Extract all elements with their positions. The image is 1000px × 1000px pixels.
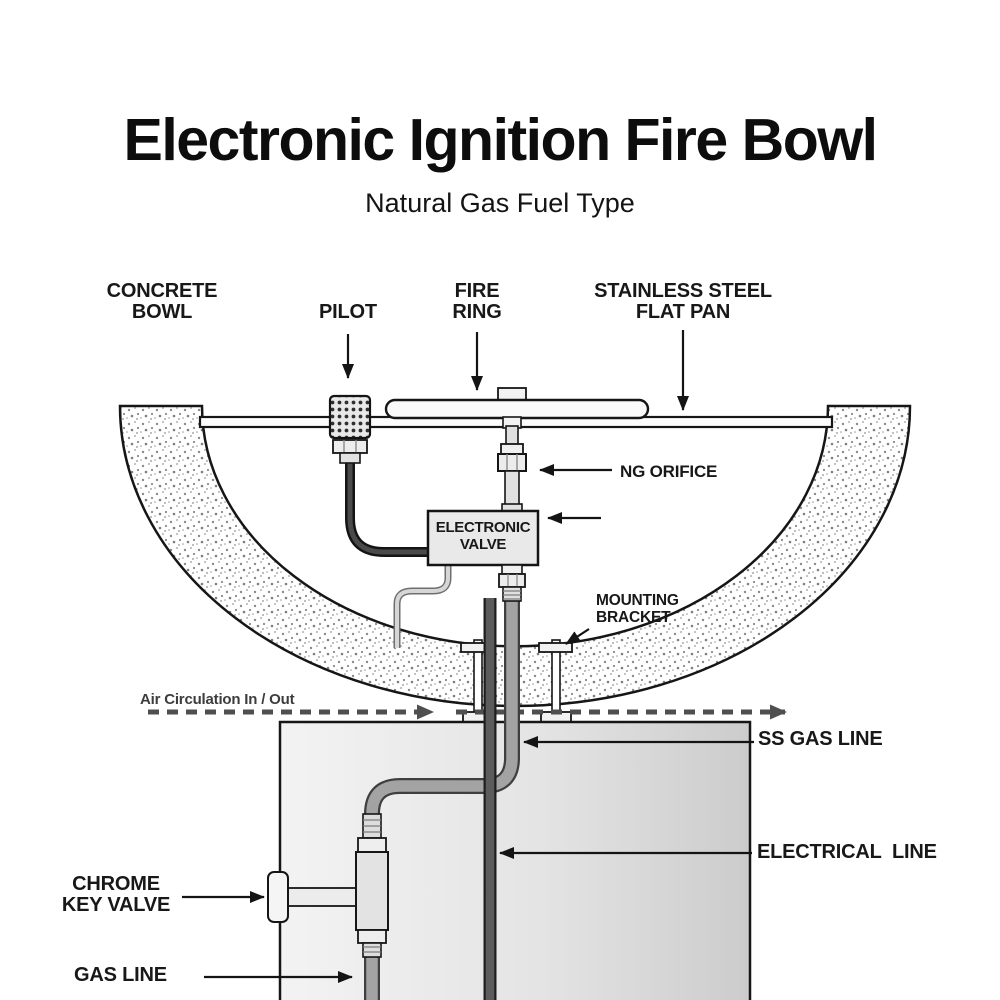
- label-mounting-bracket-line1: MOUNTING: [596, 592, 679, 609]
- label-chrome-key-valve-line2: KEY VALVE: [61, 894, 171, 916]
- label-flat-pan-line1: STAINLESS STEEL: [594, 280, 772, 302]
- pilot-gas-tube: [393, 562, 452, 648]
- bracket-plate-right: [538, 642, 573, 653]
- electronic-valve: [426, 503, 540, 602]
- valve-thread-lines: [503, 590, 521, 600]
- mounting-bracket-arrow: [565, 628, 590, 645]
- label-air-circulation: Air Circulation In / Out: [140, 691, 295, 708]
- label-electrical-line: ELECTRICAL LINE: [757, 841, 937, 863]
- pilot-hex-fitting: [332, 439, 368, 454]
- key-valve-bottom-threads: [363, 946, 381, 953]
- leader-arrows: [182, 330, 754, 983]
- orifice-hex-facets: [506, 454, 518, 471]
- concrete-bowl: [118, 404, 912, 708]
- fire-ring: [384, 387, 650, 429]
- pilot-assembly: [328, 394, 430, 557]
- orifice-hex-nut: [497, 453, 527, 472]
- ng-orifice-fitting: [497, 425, 527, 514]
- pilot-tube-fill: [395, 562, 450, 648]
- valve-bottom-hex: [498, 573, 526, 588]
- key-valve-bottom-hex: [357, 929, 387, 944]
- key-valve-bottom-nipple: [362, 942, 382, 958]
- pilot-hex-facets: [343, 440, 357, 453]
- chrome-key-valve-assembly: [267, 813, 389, 958]
- label-flat-pan-line2: FLAT PAN: [635, 301, 731, 323]
- label-concrete-bowl: CONCRETE BOWL: [82, 281, 242, 323]
- label-pilot: PILOT: [319, 301, 377, 323]
- ss-gas-line-pipe: [364, 596, 520, 1000]
- bowl-shell: [118, 404, 912, 708]
- label-fire-ring-line1: FIRE: [454, 280, 500, 302]
- key-valve-flange: [267, 871, 289, 923]
- label-gas-line: GAS LINE: [74, 964, 167, 986]
- page-title: Electronic Ignition Fire Bowl: [123, 107, 878, 173]
- label-ss-gas-line: SS GAS LINE: [758, 728, 883, 750]
- valve-bottom-hex-facets: [507, 574, 518, 587]
- ring-bar: [384, 398, 650, 420]
- riser-pipe-upper: [505, 425, 519, 447]
- label-fire-ring-line2: RING: [452, 301, 502, 323]
- key-valve-top-threads: [363, 819, 381, 833]
- mounting-bracket: [460, 639, 573, 723]
- valve-bottom-coupling: [501, 564, 523, 575]
- label-chrome-key-valve: CHROME KEY VALVE: [50, 874, 182, 916]
- valve-box: [426, 509, 540, 567]
- ss-pipe-fill: [366, 596, 518, 1000]
- pilot-neck: [339, 452, 361, 464]
- label-ng-orifice: NG ORIFICE: [620, 462, 718, 481]
- pilot-supply-tube-outline: [345, 460, 430, 557]
- pilot-supply-tube-fill: [347, 460, 430, 555]
- key-valve-stem: [285, 887, 361, 907]
- label-electronic-valve-line2: VALVE: [459, 536, 507, 553]
- key-valve-body: [355, 851, 389, 931]
- label-electronic-valve-line1: ELECTRONIC: [435, 519, 531, 536]
- label-mounting-bracket-line2: BRACKET: [596, 609, 671, 626]
- label-flat-pan: STAINLESS STEEL FLAT PAN: [585, 281, 781, 323]
- label-electronic-valve: ELECTRONIC VALVE: [428, 519, 538, 553]
- label-concrete-bowl-line2: BOWL: [131, 301, 193, 323]
- pilot-head: [328, 394, 372, 440]
- label-concrete-bowl-line1: CONCRETE: [106, 280, 218, 302]
- label-mounting-bracket: MOUNTING BRACKET: [596, 592, 706, 626]
- page-subtitle: Natural Gas Fuel Type: [365, 188, 635, 218]
- riser-coupling: [500, 443, 524, 455]
- label-fire-ring: FIRE RING: [437, 281, 517, 323]
- key-valve-top-hex: [357, 837, 387, 853]
- label-chrome-key-valve-line1: CHROME: [72, 873, 160, 895]
